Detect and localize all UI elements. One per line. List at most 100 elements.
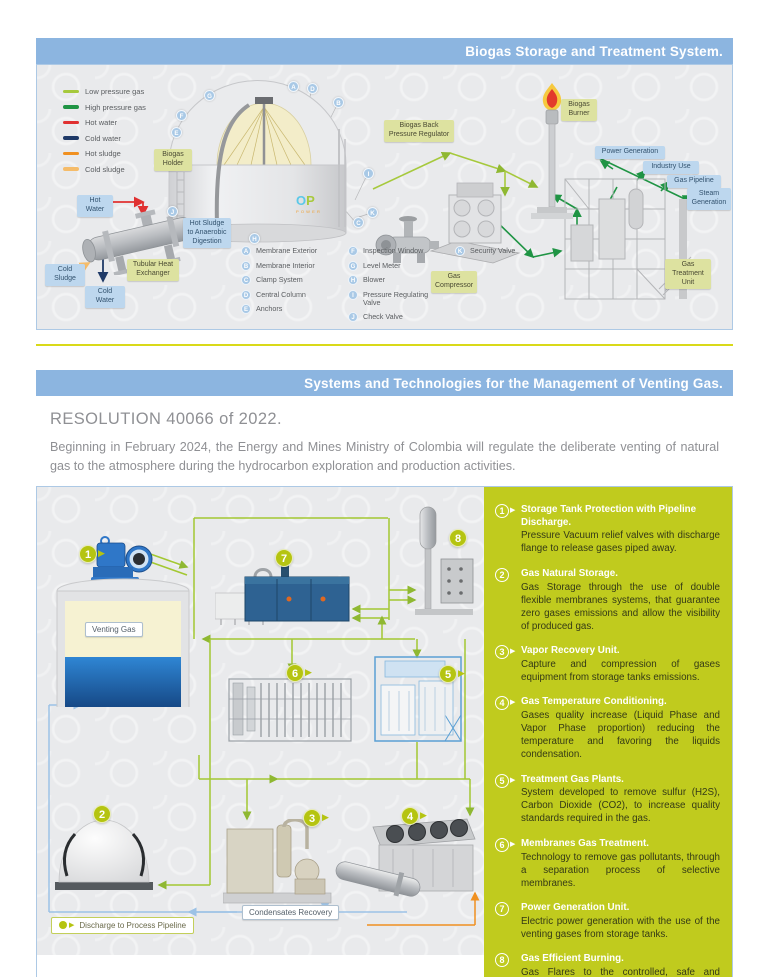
panel-item-number-wrap: 6 ▶ — [495, 837, 521, 890]
section2-header-bar: Systems and Technologies for the Managem… — [36, 370, 733, 396]
legend-label: Cold sludge — [85, 164, 125, 174]
legend-row: Hot water — [63, 118, 146, 127]
venting-gas-label: Venting Gas — [85, 621, 143, 638]
badge-number: 8 — [449, 528, 467, 547]
key-letter-badge: J — [348, 311, 358, 322]
panel-item-body: Gases quality increase (Liquid Phase and… — [521, 710, 720, 761]
badge-number: 5 — [439, 664, 457, 683]
panel-item: 5 ▶ Treatment Gas Plants. System develop… — [495, 773, 720, 826]
key-letter-badge: B — [241, 260, 251, 271]
yellow-divider — [36, 344, 733, 346]
biogas-holder-tank — [168, 80, 347, 243]
panel-item-number: 3 — [495, 645, 509, 660]
key-letter-badge: K — [455, 246, 465, 256]
holder-key-list: A Membrane Exterior B Membrane Interior … — [241, 246, 515, 322]
marker-k: K — [367, 207, 378, 218]
panel-item-title: Power Generation Unit. — [521, 902, 630, 914]
resolution-title: RESOLUTION 40066 of 2022. — [50, 410, 282, 428]
hot-sludge-label: Hot Sludge to Anaerobic Digestion — [183, 218, 231, 249]
badge-5: 5 ▶ — [439, 664, 465, 683]
panel-item-title: Storage Tank Protection with Pipeline Di… — [521, 503, 697, 528]
cold-water-label: Cold Water — [85, 286, 125, 308]
panel-item-number: 6 — [495, 837, 509, 852]
key-row: G Level Meter — [348, 260, 439, 271]
key-label: Membrane Exterior — [256, 246, 318, 255]
panel-item-number-wrap: 8 — [495, 953, 521, 977]
power-generation-unit — [215, 564, 350, 625]
badge-number: 7 — [275, 548, 293, 567]
key-label: Membrane Interior — [256, 260, 315, 270]
badge-2: 2 — [93, 804, 112, 823]
key-letter-badge: C — [241, 275, 251, 285]
resolution-block: RESOLUTION 40066 of 2022. Beginning in F… — [36, 396, 733, 486]
legend-label: Hot sludge — [85, 149, 121, 158]
panel-item-number: 1 — [495, 503, 509, 518]
legend-label: Low pressure gas — [85, 87, 145, 96]
biogas-burner-flare — [531, 83, 573, 219]
key-label: Security Valve — [470, 246, 516, 255]
marker-e: E — [171, 127, 182, 138]
key-letter-badge: D — [241, 289, 251, 300]
legend-row: Low pressure gas — [63, 87, 146, 96]
key-label: Clamp System — [256, 275, 303, 284]
badge-pointer-icon: ▶ — [98, 548, 105, 559]
panel-item: 1 ▶ Storage Tank Protection with Pipelin… — [495, 503, 720, 556]
steam-generation-label: Steam Generation — [687, 188, 731, 210]
tubular-heat-exchanger-label: Tubular Heat Exchanger — [127, 259, 179, 281]
discharge-label: Discharge to Process Pipeline — [79, 920, 187, 930]
treatment-gas-plant — [374, 656, 462, 742]
panel-item: 2 Gas Natural Storage. Gas Storage throu… — [495, 567, 720, 633]
badge-number: 1 — [79, 544, 97, 563]
op-power-logo: OP POWER — [296, 193, 322, 214]
badge-8: 8 — [449, 528, 468, 547]
panel-item-number: 8 — [495, 953, 509, 968]
key-row: H Blower — [348, 275, 439, 285]
marker-h: H — [249, 233, 260, 244]
panel-item-text: Vapor Recovery Unit. Capture and compres… — [521, 645, 720, 684]
panel-item: 7 Power Generation Unit. Electric power … — [495, 902, 720, 941]
legend-color-swatch — [63, 89, 79, 94]
vapor-recovery-unit — [223, 818, 332, 904]
legend-label: Hot water — [85, 118, 118, 127]
panel-item-number: 2 — [495, 567, 509, 582]
marker-d: D — [307, 83, 318, 94]
key-letter-badge: I — [348, 289, 358, 300]
panel-item-title: Treatment Gas Plants. — [521, 773, 624, 785]
key-row: B Membrane Interior — [241, 260, 332, 271]
panel-item-text: Power Generation Unit. Electric power ge… — [521, 902, 720, 941]
badge-pointer-icon: ▶ — [305, 667, 312, 678]
panel-item-number-wrap: 1 ▶ — [495, 503, 521, 556]
gas-flare-unit — [415, 506, 474, 615]
gas-pipeline-label: Gas Pipeline — [667, 175, 721, 188]
resolution-body: Beginning in February 2024, the Energy a… — [50, 440, 719, 473]
panel-item-number-wrap: 2 — [495, 567, 521, 633]
marker-c: C — [353, 217, 364, 228]
panel-item-title: Gas Efficient Burning. — [521, 953, 624, 965]
gas-compressor-machine — [429, 182, 521, 264]
badge-7: 7 — [275, 548, 294, 567]
panel-item-text: Treatment Gas Plants. System developed t… — [521, 774, 720, 826]
panel-item: 6 ▶ Membranes Gas Treatment. Technology … — [495, 837, 720, 890]
panel-item-number: 7 — [495, 902, 509, 917]
temperature-conditioning-unit — [335, 818, 476, 897]
legend-label: Cold water — [85, 133, 121, 143]
logo-o: O — [296, 193, 307, 208]
panel-item-number: 4 — [495, 696, 509, 711]
badge-number: 4 — [401, 806, 419, 825]
discharge-dot-icon — [59, 921, 67, 930]
panel-item-body: Technology to remove gas pollutants, thr… — [521, 851, 720, 889]
key-label: Check Valve — [363, 311, 403, 321]
biogas-burner-label: Biogas Burner — [561, 99, 597, 121]
venting-gas-section: 1 ▶ 2 3 ▶ 4 ▶ 5 ▶ 6 ▶ 7 8 — [36, 485, 733, 977]
badge-pointer-icon: ▶ — [322, 812, 329, 823]
biogas-system-diagram: Low pressure gas High pressure gas Hot w… — [36, 64, 733, 330]
panel-item-body: Gas Storage through the use of double fl… — [521, 581, 720, 632]
panel-item-body: System developed to remove sulfur (H2S),… — [521, 787, 720, 825]
panel-item-text: Storage Tank Protection with Pipeline Di… — [521, 504, 720, 556]
key-letter-badge: F — [348, 246, 358, 256]
key-label: Anchors — [256, 304, 283, 313]
panel-item-body: Gas Flares to the controlled, safe and e… — [521, 967, 720, 977]
legend-color-swatch — [63, 105, 79, 109]
legend-color-swatch — [63, 136, 79, 140]
